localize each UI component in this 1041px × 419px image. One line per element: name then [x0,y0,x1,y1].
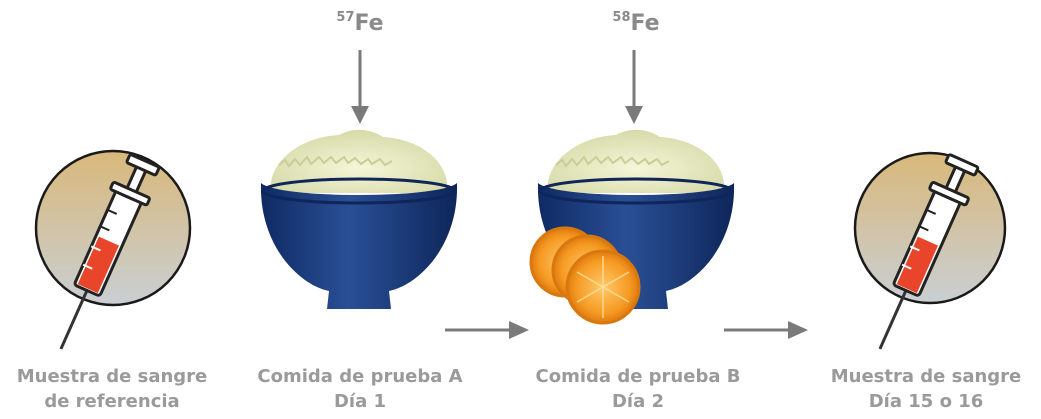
orange-slices-icon [529,226,641,325]
isotope-label-fe57: 57Fe [336,10,384,36]
step-label-line1: Comida de prueba B [535,366,741,387]
down-arrow-fe58 [623,48,645,126]
blood-sample-day15-illustration [853,151,1007,359]
down-arrow-fe57 [349,48,371,126]
step-label-line2: de referencia [44,391,180,412]
step-label-line1: Comida de prueba A [257,366,463,387]
isotope-label-fe58: 58Fe [612,10,660,36]
rice-bowl-meal-a-icon [259,128,459,311]
step-label-meal-a: Comida de prueba A Día 1 [240,364,480,414]
flow-arrow-1 [443,319,531,341]
step-label-line2: Día 2 [611,391,665,412]
step-label-day15-sample: Muestra de sangre Día 15 o 16 [806,364,1041,414]
step-label-meal-b: Comida de prueba B Día 2 [518,364,758,414]
step-label-line2: Día 1 [333,391,387,412]
step-label-line2: Día 15 o 16 [868,391,984,412]
step-label-reference-sample: Muestra de sangre de referencia [0,364,232,414]
flow-arrow-2 [722,319,810,341]
blood-sample-reference-illustration [34,149,192,359]
step-label-line1: Muestra de sangre [16,366,208,387]
step-label-line1: Muestra de sangre [830,366,1022,387]
